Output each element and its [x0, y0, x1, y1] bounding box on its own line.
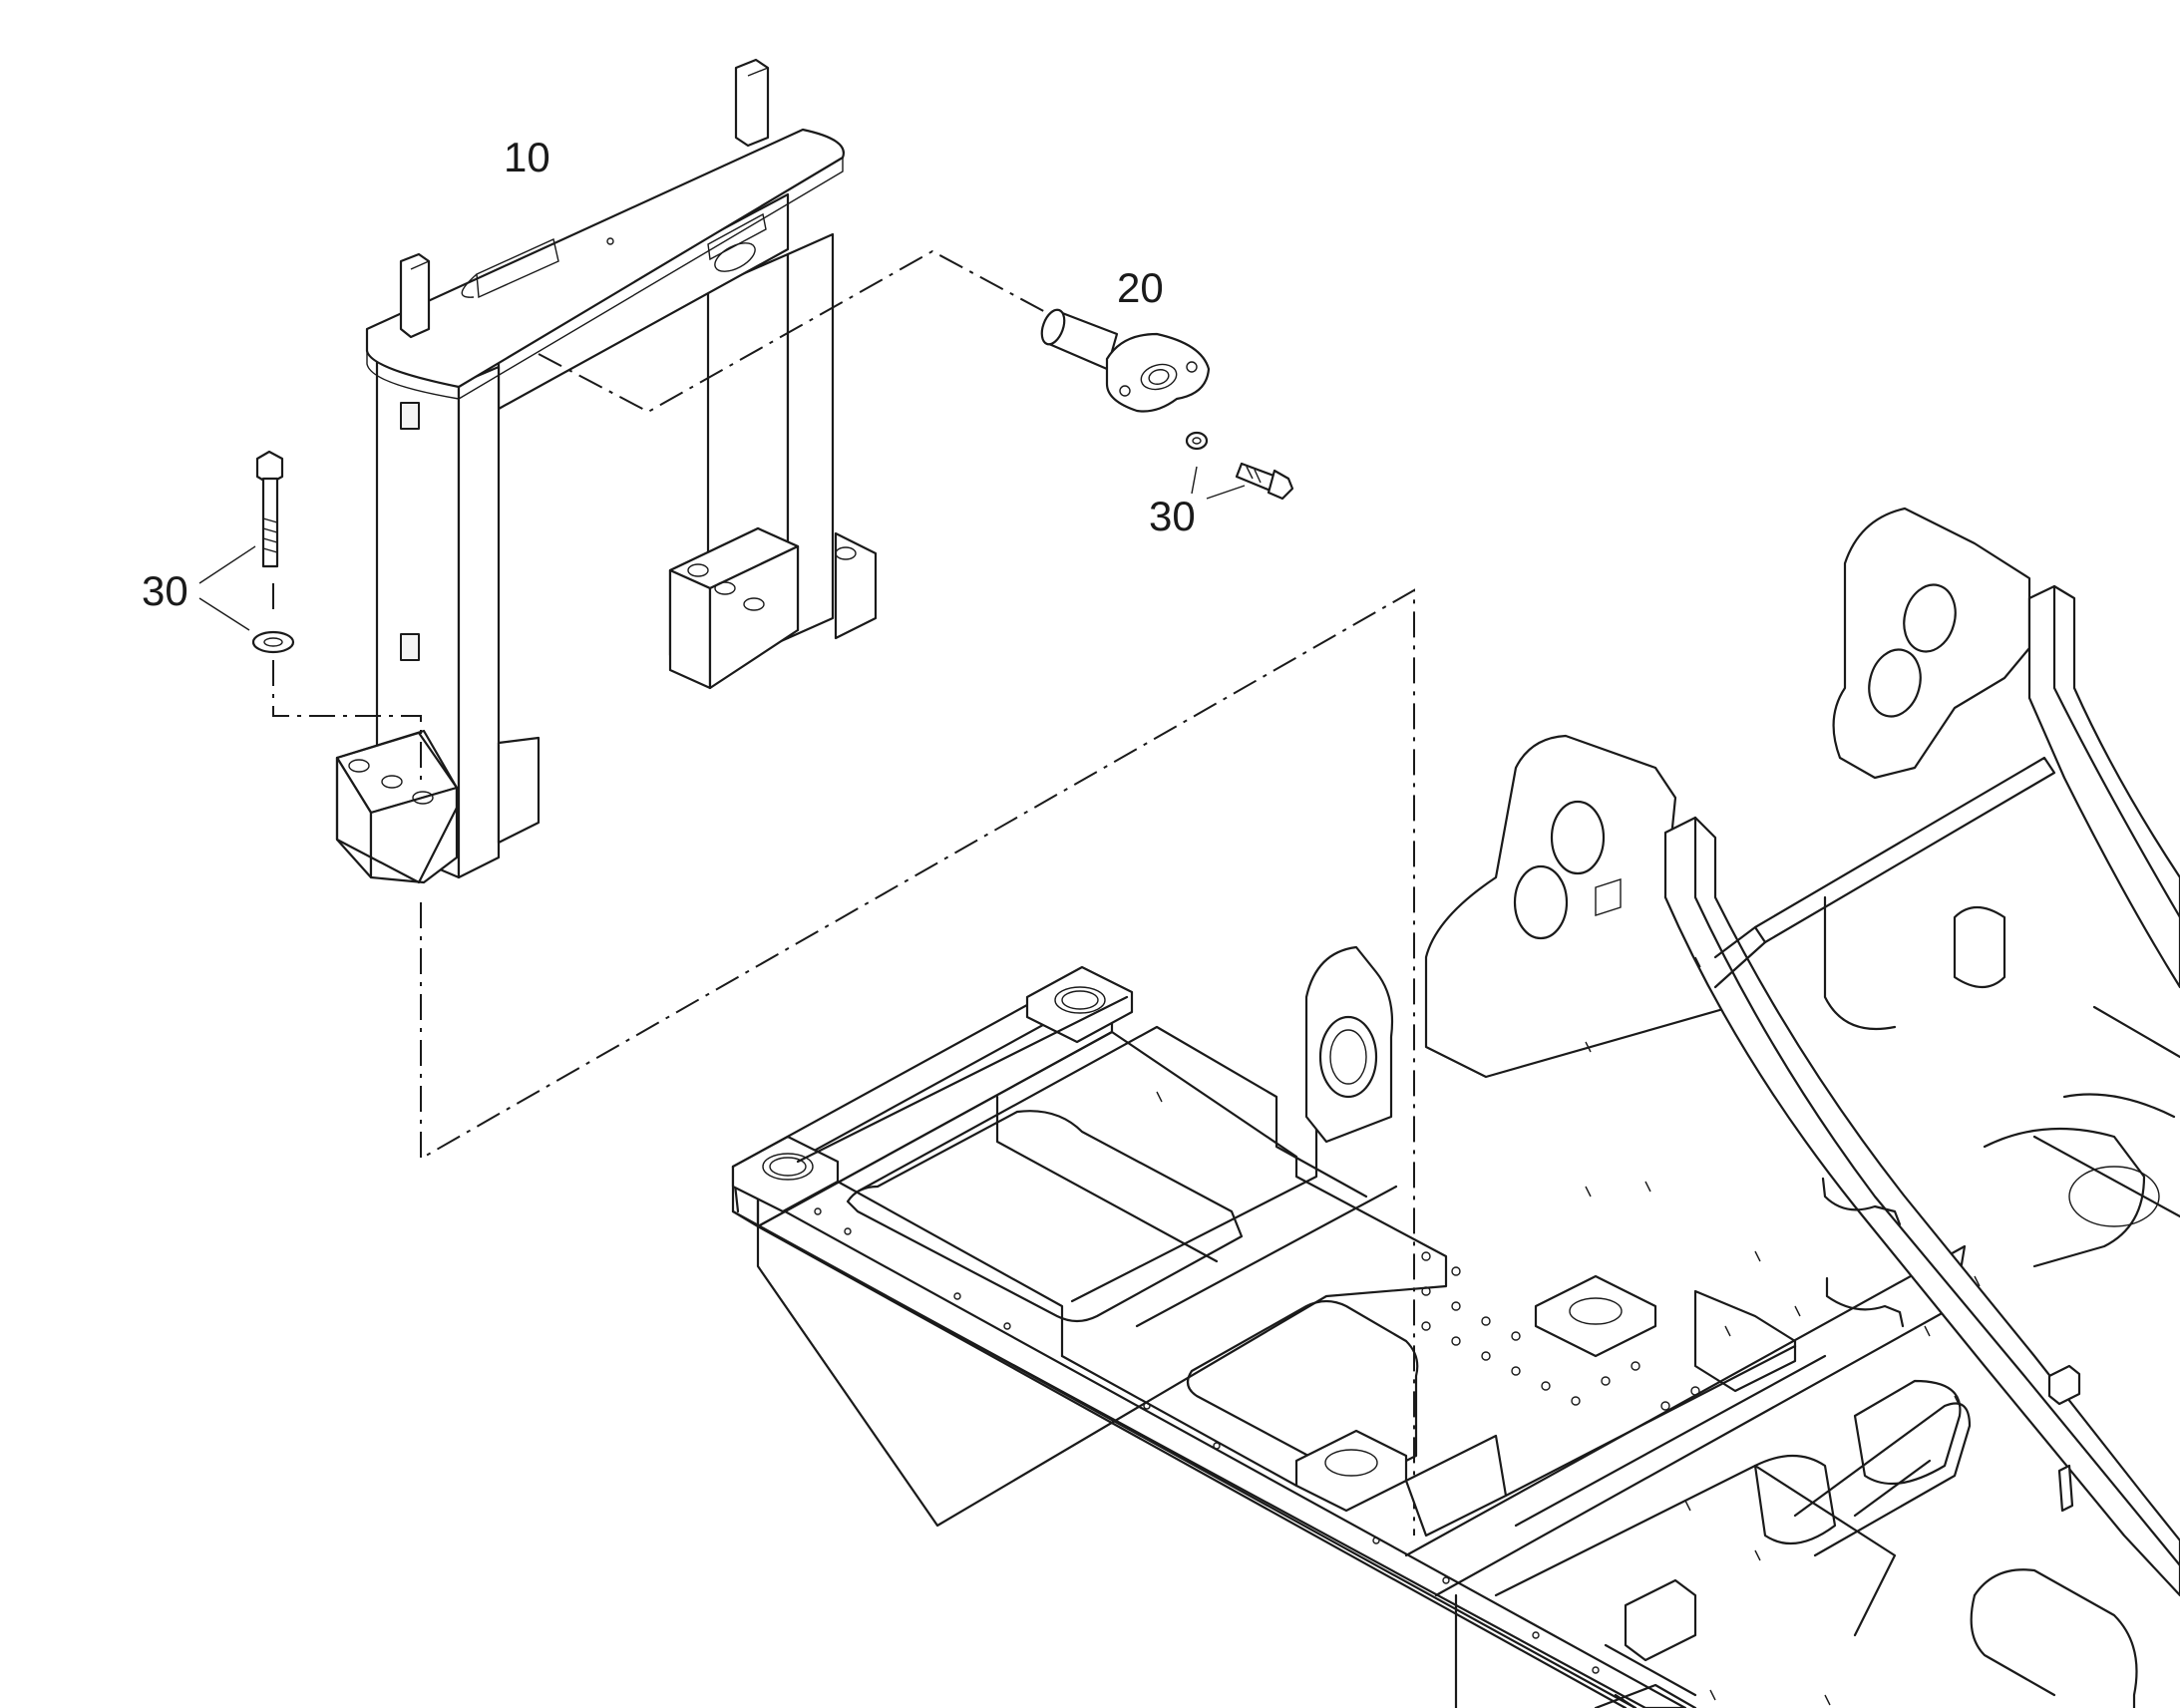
rivet-holes	[814, 1207, 1700, 1674]
bolt-washer-right	[1185, 431, 1294, 501]
callout-20: 20	[1117, 264, 1164, 311]
bolt-washer-left	[251, 450, 295, 654]
lifting-frame-part	[335, 58, 878, 884]
callout-30-left: 30	[142, 567, 188, 614]
callout-30-right: 30	[1149, 493, 1196, 539]
leader-line	[198, 545, 256, 631]
assembly-path-lines	[272, 249, 1415, 1536]
callout-10: 10	[504, 134, 550, 180]
small-fasteners	[1156, 956, 1981, 1706]
upper-frame-structure	[731, 507, 2180, 1708]
leader-line	[1206, 485, 1246, 500]
pin-part	[1040, 308, 1211, 413]
leader-line	[1191, 466, 1198, 495]
